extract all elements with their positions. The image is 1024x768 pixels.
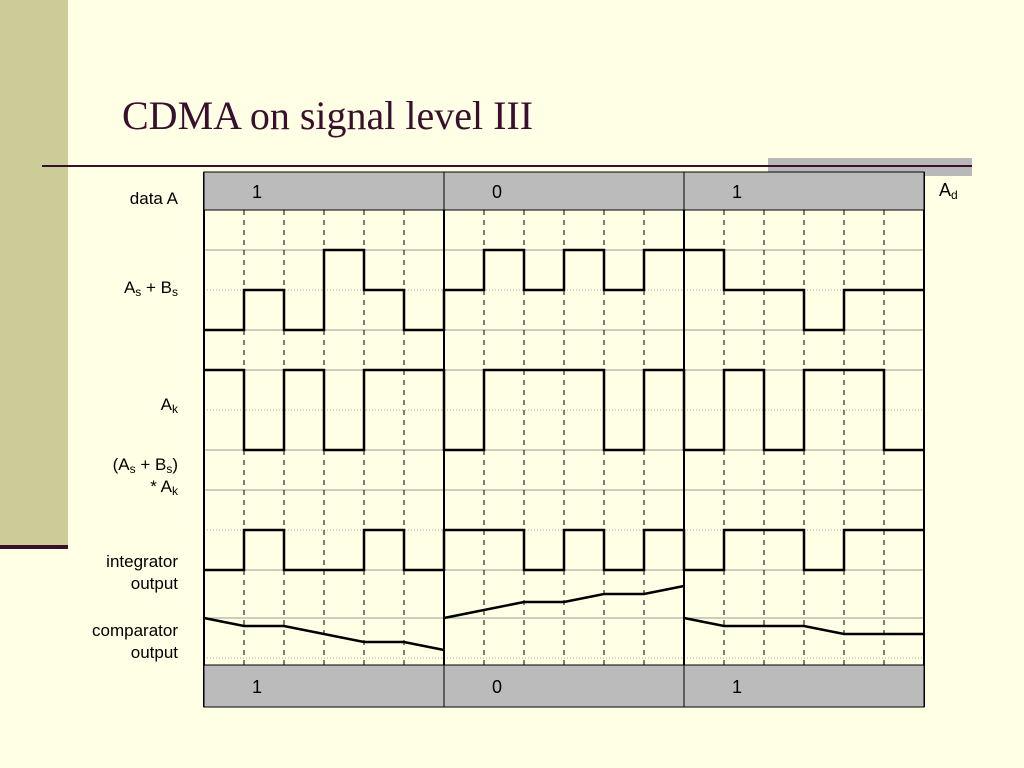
slide-title: CDMA on signal level III (122, 93, 534, 138)
label-as-plus-bs: As + Bs (123, 278, 178, 299)
top-bit-box-1 (443, 171, 685, 211)
bottom-bit-box-2 (683, 664, 925, 708)
top-bit-label-1: 0 (492, 182, 502, 202)
label-ak: Ak (160, 395, 178, 416)
bottom-bit-box-1 (443, 664, 685, 708)
bit-boxes: 1 0 1 1 0 1 (203, 171, 925, 708)
waveforms (203, 248, 924, 652)
waveform-integrator-bit-0 (203, 616, 445, 652)
title-rule (42, 165, 972, 167)
waveform-product (204, 528, 924, 572)
top-bit-box-2 (683, 171, 925, 211)
label-data-a: data A (129, 189, 178, 208)
label-product: (As + Bs)* Ak (112, 455, 178, 498)
bottom-bit-label-0: 1 (252, 677, 262, 697)
bottom-bit-box-0 (203, 664, 445, 708)
top-bit-label-2: 1 (732, 182, 742, 202)
bottom-bit-label-2: 1 (732, 677, 742, 697)
bottom-bit-label-1: 0 (492, 677, 502, 697)
top-bit-label-0: 1 (252, 182, 262, 202)
waveform-integrator-bit-2 (683, 616, 924, 636)
label-ad: Ad (939, 180, 958, 202)
top-bit-box-0 (203, 171, 445, 211)
waveform-integrator-bit-1 (443, 584, 685, 620)
waveform-ak (204, 368, 924, 452)
left-accent-rule (0, 545, 68, 549)
waveform-as-plus-bs (204, 248, 924, 332)
left-accent-band (0, 0, 68, 545)
